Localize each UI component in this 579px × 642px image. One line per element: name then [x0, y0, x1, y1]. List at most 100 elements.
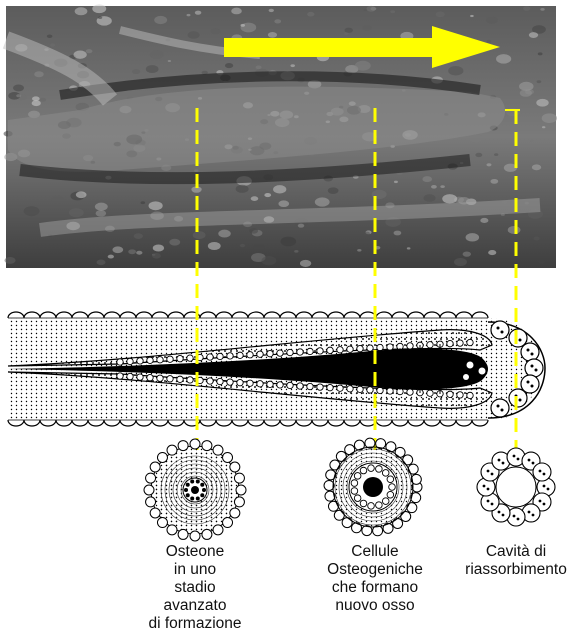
- texture-speck: [530, 140, 534, 142]
- scallop: [344, 420, 360, 426]
- nucleus: [543, 485, 546, 488]
- caption-line: Osteone: [120, 543, 270, 561]
- scallop: [146, 473, 156, 483]
- scallop: [216, 420, 232, 426]
- cement-line-top: [8, 312, 488, 318]
- texture-speck: [362, 25, 372, 31]
- nucleus: [498, 459, 501, 462]
- texture-speck: [146, 65, 159, 73]
- caption-line: avanzato: [120, 597, 270, 615]
- scallop: [24, 312, 40, 318]
- texture-speck: [112, 246, 123, 253]
- cell: [200, 493, 204, 497]
- scallop: [136, 312, 152, 318]
- cell: [200, 483, 204, 487]
- texture-speck: [355, 61, 371, 71]
- osteoblast: [267, 381, 273, 387]
- osteoblast: [237, 379, 243, 385]
- nucleus: [502, 462, 505, 465]
- caption-line: che formano: [305, 579, 445, 597]
- osteoblast: [217, 378, 223, 384]
- texture-speck: [261, 256, 276, 265]
- texture-speck: [264, 193, 271, 197]
- osteoblast: [267, 350, 273, 356]
- scallop: [8, 420, 24, 426]
- scallop: [392, 420, 408, 426]
- texture-speck: [394, 231, 402, 236]
- texture-speck: [345, 28, 353, 33]
- scallop: [440, 420, 456, 426]
- osteoblast: [354, 473, 361, 480]
- scallop: [72, 312, 88, 318]
- scallop: [232, 312, 248, 318]
- osteoblast: [337, 385, 343, 391]
- texture-speck: [169, 239, 180, 246]
- texture-speck: [24, 206, 40, 216]
- osteoblast: [367, 387, 373, 393]
- scallop: [230, 462, 240, 472]
- canal: [191, 486, 199, 494]
- osteoblast: [377, 344, 383, 350]
- osteoblast: [157, 375, 163, 381]
- texture-speck: [231, 8, 242, 15]
- osteoblast: [207, 354, 213, 360]
- caption-line: nuovo osso: [305, 597, 445, 615]
- nucleus: [531, 353, 534, 356]
- scallop: [223, 452, 233, 462]
- nucleus: [501, 409, 504, 412]
- osteoblast: [187, 355, 193, 361]
- nucleus: [483, 485, 486, 488]
- scallop: [280, 312, 296, 318]
- texture-speck: [4, 257, 15, 264]
- texture-speck: [32, 100, 41, 106]
- texture-speck: [50, 44, 55, 47]
- scallop: [56, 420, 72, 426]
- texture-speck: [187, 14, 191, 16]
- texture-speck: [269, 9, 274, 12]
- scallop: [167, 525, 177, 535]
- osteoblast: [227, 353, 233, 359]
- texture-speck: [76, 191, 87, 198]
- texture-speck: [128, 249, 136, 254]
- scallop: [213, 445, 223, 455]
- texture-speck: [268, 32, 277, 38]
- osteoblast: [177, 355, 183, 361]
- texture-speck: [536, 99, 548, 107]
- scallop: [146, 497, 156, 507]
- texture-speck: [486, 16, 498, 23]
- osteoblast: [407, 343, 413, 349]
- texture-speck: [195, 11, 202, 15]
- scallop: [408, 420, 424, 426]
- scallop: [440, 312, 456, 318]
- osteoblast: [387, 491, 394, 498]
- nucleus: [487, 500, 490, 503]
- texture-speck: [469, 134, 482, 142]
- texture-speck: [307, 12, 314, 17]
- texture-speck: [470, 15, 474, 17]
- texture-speck: [225, 63, 233, 68]
- texture-speck: [274, 19, 281, 23]
- texture-speck: [538, 52, 543, 55]
- osteoblast: [287, 382, 293, 388]
- texture-speck: [364, 232, 370, 236]
- texture-speck: [236, 185, 249, 193]
- scallop: [223, 518, 233, 528]
- scallop: [56, 312, 72, 318]
- cell: [190, 479, 194, 483]
- scallop: [312, 312, 328, 318]
- osteoblast: [297, 383, 303, 389]
- scallop: [120, 420, 136, 426]
- osteoblast: [127, 358, 133, 364]
- osteoclast: [509, 389, 527, 407]
- scallop: [136, 420, 152, 426]
- osteoblast: [237, 352, 243, 358]
- nucleus: [528, 459, 531, 462]
- osteoblast: [217, 353, 223, 359]
- texture-speck: [540, 8, 544, 11]
- texture-speck: [168, 60, 171, 62]
- scallop: [168, 420, 184, 426]
- texture-speck: [298, 224, 304, 228]
- osteoblast: [287, 349, 293, 355]
- nucleus: [543, 473, 546, 476]
- osteoblast: [167, 376, 173, 382]
